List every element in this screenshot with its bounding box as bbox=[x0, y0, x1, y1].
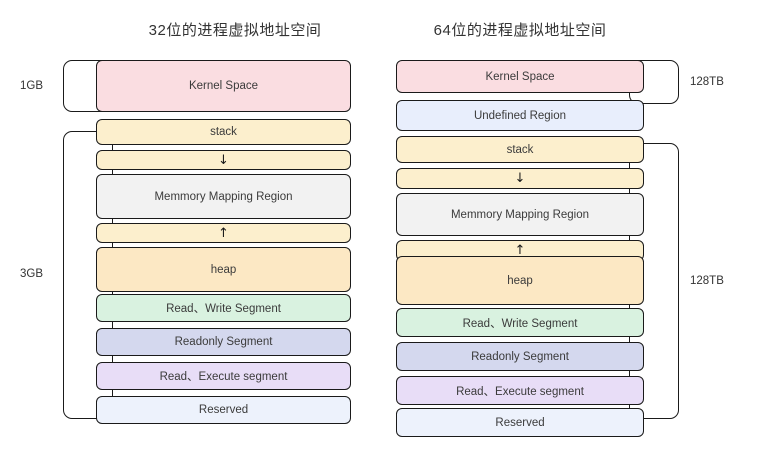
right-size-label-user: 128TB bbox=[690, 275, 724, 287]
block-label: Reserved bbox=[495, 416, 545, 429]
block-reserved[interactable]: Reserved bbox=[396, 408, 644, 437]
right-diagram-title: 64位的进程虚拟地址空间 bbox=[433, 22, 607, 39]
block-readonly-segment[interactable]: Readonly Segment bbox=[396, 342, 644, 371]
block-stack-growth-arrow[interactable]: ↓ bbox=[396, 168, 644, 189]
block-label: Read、Execute segment bbox=[159, 371, 288, 383]
block-reserved[interactable]: Reserved bbox=[96, 396, 351, 424]
block-heap[interactable]: heap bbox=[396, 256, 644, 305]
block-label: Undefined Region bbox=[473, 109, 567, 122]
block-heap-growth-arrow[interactable]: ↑ bbox=[96, 223, 351, 243]
block-memory-mapping-region[interactable]: Memmory Mapping Region bbox=[396, 193, 644, 236]
arrow-down-icon: ↓ bbox=[514, 171, 526, 186]
block-label: Read、Write Segment bbox=[166, 303, 281, 315]
left-size-label-3gb: 3GB bbox=[20, 268, 44, 280]
block-kernel-space[interactable]: Kernel Space bbox=[96, 60, 351, 112]
block-label: stack bbox=[506, 143, 534, 156]
block-label: heap bbox=[210, 263, 237, 276]
block-label: Memmory Mapping Region bbox=[154, 190, 293, 203]
block-label: Memmory Mapping Region bbox=[450, 208, 590, 221]
block-read-write-segment[interactable]: Read、Write Segment bbox=[396, 308, 644, 337]
block-label: Read、Write Segment bbox=[462, 317, 578, 330]
block-label: Read、Execute segment bbox=[456, 385, 584, 398]
block-stack[interactable]: stack bbox=[96, 119, 351, 145]
block-undefined-region[interactable]: Undefined Region bbox=[396, 100, 644, 131]
block-label: heap bbox=[507, 274, 533, 287]
left-diagram-title: 32位的进程虚拟地址空间 bbox=[148, 22, 322, 39]
block-kernel-space[interactable]: Kernel Space bbox=[396, 60, 644, 93]
block-label: Reserved bbox=[198, 404, 249, 416]
block-heap[interactable]: heap bbox=[96, 247, 351, 292]
block-readonly-segment[interactable]: Readonly Segment bbox=[96, 328, 351, 356]
block-memory-mapping-region[interactable]: Memmory Mapping Region bbox=[96, 174, 351, 219]
block-read-execute-segment[interactable]: Read、Execute segment bbox=[96, 362, 351, 390]
arrow-up-icon: ↑ bbox=[514, 243, 526, 258]
block-label: stack bbox=[210, 126, 237, 138]
block-label: Kernel Space bbox=[485, 70, 555, 83]
block-stack-growth-arrow[interactable]: ↓ bbox=[96, 150, 351, 170]
left-size-label-1gb: 1GB bbox=[20, 80, 44, 92]
arrow-down-icon: ↓ bbox=[218, 152, 229, 168]
block-label: Readonly Segment bbox=[174, 336, 273, 348]
arrow-up-icon: ↑ bbox=[218, 225, 229, 241]
block-label: Kernel Space bbox=[188, 80, 259, 92]
block-label: Readonly Segment bbox=[471, 350, 569, 363]
right-size-label-kernel: 128TB bbox=[690, 76, 724, 88]
block-read-execute-segment[interactable]: Read、Execute segment bbox=[396, 376, 644, 405]
block-read-write-segment[interactable]: Read、Write Segment bbox=[96, 294, 351, 322]
block-stack[interactable]: stack bbox=[396, 136, 644, 163]
